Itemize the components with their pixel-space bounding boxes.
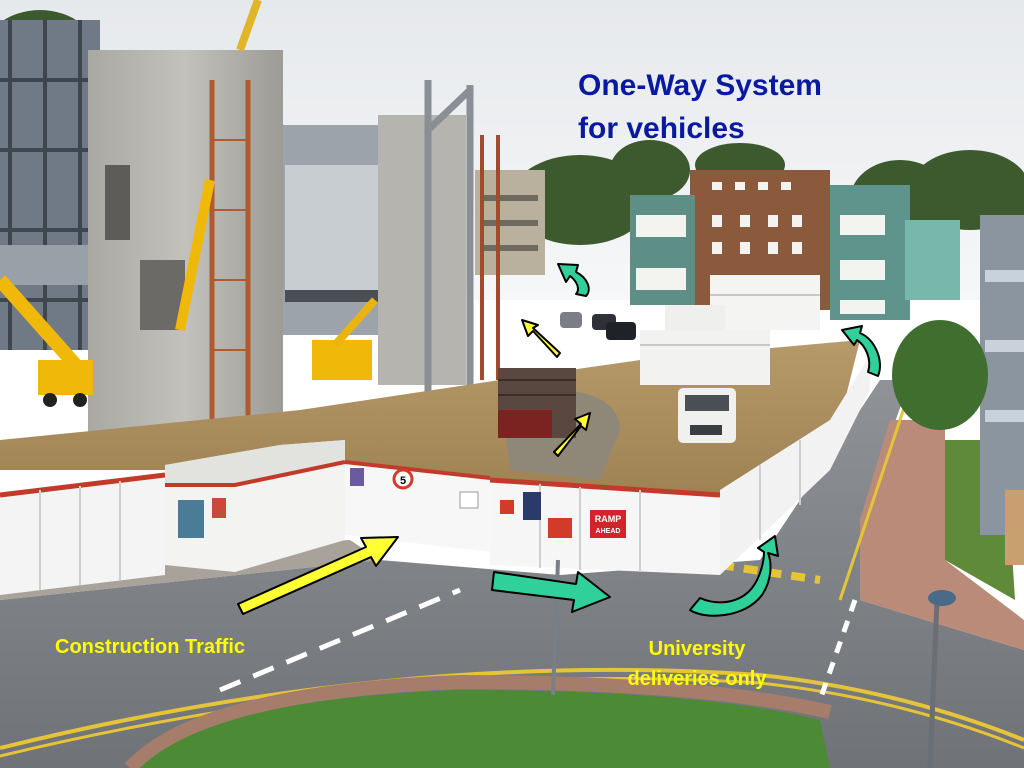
title-line-2: for vehicles [578, 112, 745, 145]
straight-arrow-icon [237, 536, 399, 615]
right-footpath [860, 420, 1024, 650]
steel-column-frame [424, 80, 474, 410]
white-van [678, 388, 736, 443]
title-line-1: One-Way System [578, 69, 822, 102]
grass-island [140, 690, 830, 768]
straight-arrow-icon [521, 319, 561, 358]
university-deliveries-caption: University deliveries only [627, 638, 767, 690]
site-cabins [640, 275, 820, 385]
construction-arrows [237, 319, 591, 615]
construction-traffic-caption: Construction Traffic [55, 636, 246, 658]
curved-u-turn-arrow-icon [557, 263, 590, 297]
site-office-cabin [165, 440, 346, 572]
right-building-edge [980, 215, 1024, 565]
gate-signs: 5 RAMP AHEAD [350, 468, 626, 538]
university-arrows [491, 263, 881, 617]
street-lamp [927, 590, 956, 768]
parked-cars [560, 312, 636, 340]
straight-arrow-icon [553, 412, 591, 457]
curved-u-turn-arrow-icon [689, 535, 779, 617]
crane-boom [0, 0, 378, 407]
right-tree [892, 320, 988, 430]
flatbed-truck [498, 368, 576, 438]
straight-arrow-icon [491, 571, 611, 613]
concrete-tower-middle [378, 115, 466, 385]
ramp-sign-line1: RAMP [595, 514, 622, 524]
speed-limit-sign: 5 [400, 475, 406, 487]
ramp-sign-line2: AHEAD [596, 528, 621, 535]
curved-u-turn-arrow-icon [841, 325, 881, 377]
concrete-tower-left [88, 50, 283, 445]
